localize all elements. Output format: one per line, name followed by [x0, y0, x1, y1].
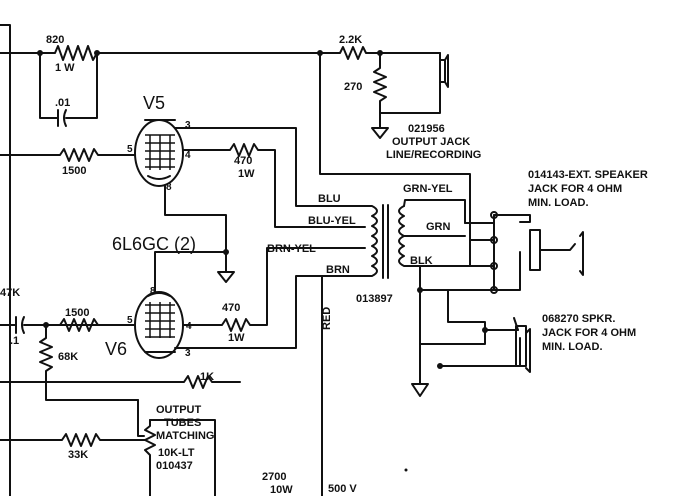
r-470-bot-value: 470: [222, 302, 240, 314]
r-2700-value: 2700: [262, 471, 286, 483]
v6-cathode-wire: [154, 251, 227, 293]
v5-pin-cathode: 8: [166, 182, 172, 193]
wire-grn: GRN: [426, 221, 451, 233]
output-jack-use: LINE/RECORDING: [386, 149, 481, 161]
r-1500-bot-value: 1500: [65, 307, 89, 319]
v5-plate-wire: [174, 127, 366, 207]
resistor-1500-bot: 1500: [59, 307, 99, 332]
r-2700-rating: 10W: [270, 484, 293, 496]
wire-brn: BRN: [326, 264, 350, 276]
v6-plate-wire: [174, 275, 366, 349]
r-1500-top-value: 1500: [62, 165, 86, 177]
r-820-rating: 1 W: [55, 62, 75, 74]
speaker-jack[interactable]: 068270 SPKR. JACK FOR 4 OHM MIN. LOAD.: [419, 289, 636, 373]
left-wires: [0, 24, 11, 496]
capacitor-1: .1: [0, 316, 136, 347]
r-270-value: 270: [344, 81, 362, 93]
wire-blu-yel: BLU-YEL: [308, 215, 356, 227]
r-33k-value: 33K: [68, 449, 88, 461]
resistor-820: 820 1 W: [0, 34, 331, 74]
capacitor-01: .01: [39, 52, 98, 127]
r-2-2k-value: 2.2K: [339, 34, 362, 46]
r-820-value: 820: [46, 34, 64, 46]
v5-label: V5: [143, 93, 165, 113]
wire-red: RED: [321, 307, 333, 330]
tube-v6: V6 8 5 4 3: [105, 286, 192, 359]
v5-pin-plate: 3: [185, 120, 191, 131]
resistor-2700: 2700 10W: [262, 471, 293, 496]
v5-pin-screen: 4: [185, 150, 191, 161]
ext-speaker-jack[interactable]: 014143-EXT. SPEAKER JACK FOR 4 OHM MIN. …: [417, 169, 648, 385]
resistor-1500-top: 1500: [0, 148, 136, 177]
c-1-value: .1: [10, 335, 19, 347]
pot-part: 010437: [156, 460, 193, 472]
resistor-68k: 68K: [39, 324, 139, 401]
output-transformer: 013897: [356, 199, 466, 305]
output-jack-name: OUTPUT JACK: [392, 136, 470, 148]
pot-line2: TUBES: [164, 417, 201, 429]
v6-pin-cathode: 8: [150, 286, 156, 297]
tube-v5: V5 3 5 4 8: [127, 93, 191, 193]
resistor-470-bot: 470 1W: [182, 247, 366, 344]
b-plus-wire: [319, 52, 471, 267]
r-470-bot-rating: 1W: [228, 332, 245, 344]
output-jack-part: 021956: [408, 123, 445, 135]
v6-pin-plate: 3: [185, 348, 191, 359]
wire-blk: BLK: [410, 255, 433, 267]
v6-label: V6: [105, 339, 127, 359]
wire-grn-yel: GRN-YEL: [403, 183, 453, 195]
transformer-part: 013897: [356, 293, 393, 305]
resistor-33k: 33K: [0, 433, 146, 461]
resistor-1k: 1K: [0, 371, 241, 389]
resistor-270: 270: [344, 52, 387, 129]
wire-blu: BLU: [318, 193, 341, 205]
output-tubes-matching-pot[interactable]: OUTPUT TUBES MATCHING 10K-LT 010437: [137, 399, 216, 496]
v5-cathode-wire: [164, 185, 227, 273]
pot-line1: OUTPUT: [156, 404, 202, 416]
spkr-jack-line1: 068270 SPKR.: [542, 313, 615, 325]
ext-jack-line2: JACK FOR 4 OHM: [528, 183, 622, 195]
r-470-top-value: 470: [234, 155, 252, 167]
tube-type-label: 6L6GC (2): [112, 234, 196, 254]
v5-pin-grid: 5: [127, 144, 133, 155]
wire-brn-yel: BRN-YEL: [267, 243, 316, 255]
r-68k-value: 68K: [58, 351, 78, 363]
pot-line3: MATCHING: [156, 430, 214, 442]
supply-voltage: 500 V: [328, 483, 357, 495]
speaker-ground: [411, 383, 429, 397]
spkr-jack-line3: MIN. LOAD.: [542, 341, 603, 353]
c-01-value: .01: [55, 97, 70, 109]
v6-pin-grid: 5: [127, 315, 133, 326]
pot-value: 10K-LT: [158, 447, 195, 459]
ext-jack-line1: 014143-EXT. SPEAKER: [528, 169, 648, 181]
output-jack[interactable]: 021956 OUTPUT JACK LINE/RECORDING: [379, 52, 481, 161]
ext-jack-line3: MIN. LOAD.: [528, 197, 589, 209]
r-1k-value: 1K: [200, 371, 214, 383]
r-470-top-rating: 1W: [238, 168, 255, 180]
spkr-jack-line2: JACK FOR 4 OHM: [542, 327, 636, 339]
cathode-ground: [217, 271, 235, 283]
ground-symbol: [371, 127, 389, 139]
v6-pin-screen: 4: [186, 321, 192, 332]
resistor-2-2k: 2.2K: [317, 34, 441, 60]
resistor-470-top: 470 1W: [182, 143, 366, 228]
